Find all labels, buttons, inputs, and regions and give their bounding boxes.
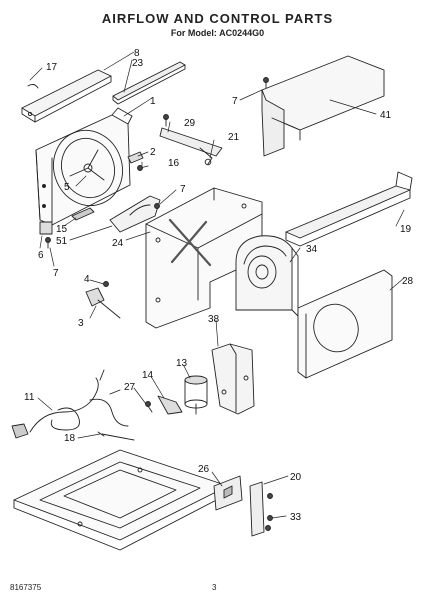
part-29-21-bracket	[159, 114, 223, 166]
callout-33: 33	[290, 512, 302, 523]
callout-13: 13	[176, 358, 188, 369]
part-18-wire	[97, 431, 135, 441]
part-17-clip	[27, 83, 39, 89]
part-23-strip	[112, 61, 186, 105]
part-20-bracket	[249, 481, 265, 537]
callout-1: 1	[150, 96, 156, 107]
callout-17: 17	[46, 62, 58, 73]
callout-8: 8	[134, 48, 140, 59]
diagram-title: AIRFLOW AND CONTROL PARTS	[101, 11, 334, 26]
callout-7-top: 7	[232, 96, 238, 107]
part-28-panel	[297, 269, 393, 379]
callout-34: 34	[306, 244, 318, 255]
part-11-wire-harness	[11, 369, 129, 439]
callout-18: 18	[64, 433, 76, 444]
part-13-capacitor	[184, 375, 208, 415]
part-38-control-bracket	[211, 343, 255, 415]
part-8-top-rail	[21, 69, 112, 123]
callout-14: 14	[142, 370, 154, 381]
part-27-screw	[145, 401, 153, 413]
callout-6: 6	[38, 250, 44, 261]
callout-20: 20	[290, 472, 302, 483]
callout-21: 21	[228, 132, 240, 143]
base-pan	[13, 449, 229, 551]
callout-27: 27	[124, 382, 136, 393]
page-number: 3	[212, 583, 217, 592]
callout-23: 23	[132, 58, 144, 69]
callout-41: 41	[380, 110, 392, 121]
model-subtitle: For Model: AC0244G0	[170, 28, 265, 38]
callout-2: 2	[150, 147, 156, 158]
part-33-screws	[265, 493, 273, 531]
callout-16: 16	[168, 158, 180, 169]
document-number: 8167375	[10, 583, 42, 592]
part-6-tab	[39, 221, 53, 235]
part-2-clip	[127, 151, 144, 164]
part-3-switch	[85, 287, 121, 319]
callout-51: 51	[56, 236, 68, 247]
callout-4: 4	[84, 274, 90, 285]
leader-lines	[29, 51, 405, 519]
part-41-top-cover	[261, 55, 385, 157]
part-14-bracket	[157, 395, 183, 415]
callout-19: 19	[400, 224, 412, 235]
callout-7: 7	[180, 184, 186, 195]
callout-labels: 17 8 23 1 29 21 2 16 5 7 15 51 24 6 7 7 …	[24, 48, 414, 523]
part-7-screw	[45, 77, 269, 249]
callout-7-lower: 7	[53, 268, 59, 279]
callout-28: 28	[402, 276, 414, 287]
part-19-shelf	[285, 171, 413, 247]
callout-24: 24	[112, 238, 124, 249]
callout-15: 15	[56, 224, 68, 235]
callout-26: 26	[198, 464, 210, 475]
part-1-fan-shroud	[35, 107, 133, 226]
part-34-blower-scroll	[235, 235, 299, 317]
callout-38: 38	[208, 314, 220, 325]
part-24-housing	[145, 187, 263, 329]
callout-11: 11	[24, 392, 35, 403]
callout-3: 3	[78, 318, 84, 329]
callout-29: 29	[184, 118, 196, 129]
part-16-screw	[137, 165, 149, 171]
callout-5: 5	[64, 182, 70, 193]
